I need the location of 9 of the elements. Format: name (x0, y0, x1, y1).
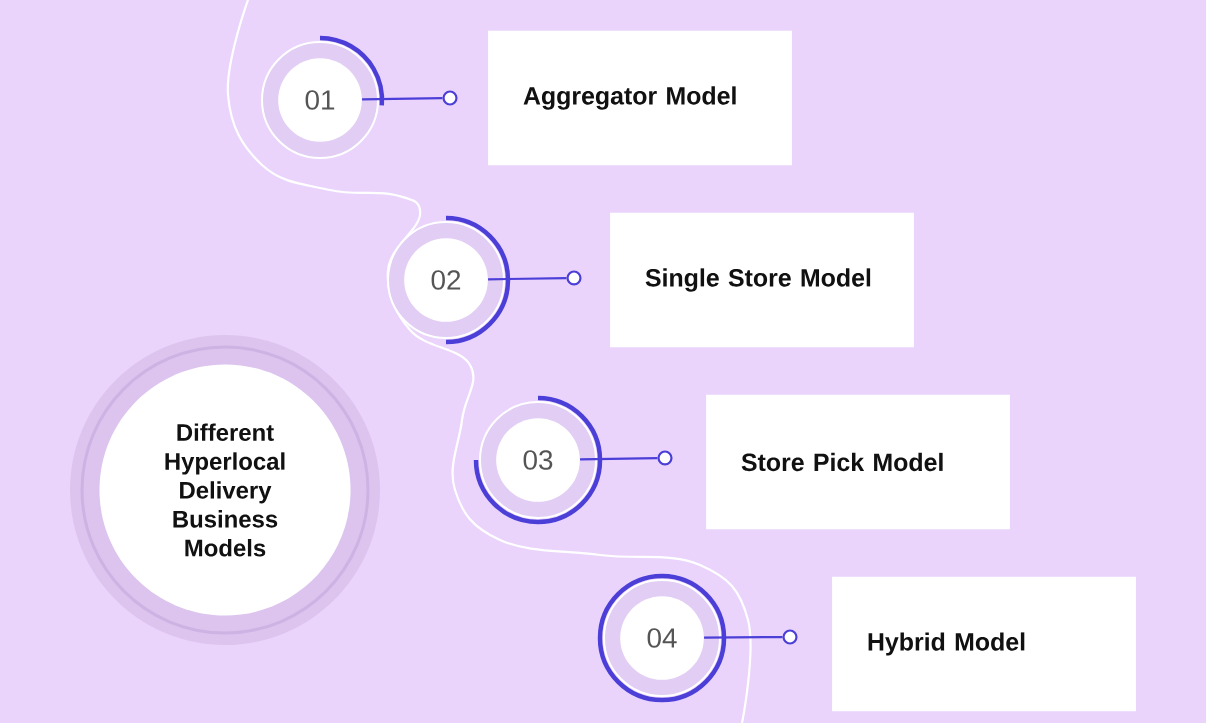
connector-line (362, 97, 443, 101)
connector-line (704, 635, 783, 639)
model-box: Hybrid Model (832, 576, 1136, 712)
model-box: Aggregator Model (488, 30, 792, 166)
model-box: Single Store Model (610, 212, 914, 348)
connector-line (580, 457, 658, 461)
step-circle: 04 (597, 573, 727, 703)
connector-line (488, 277, 567, 281)
model-box: Store Pick Model (706, 394, 1010, 530)
